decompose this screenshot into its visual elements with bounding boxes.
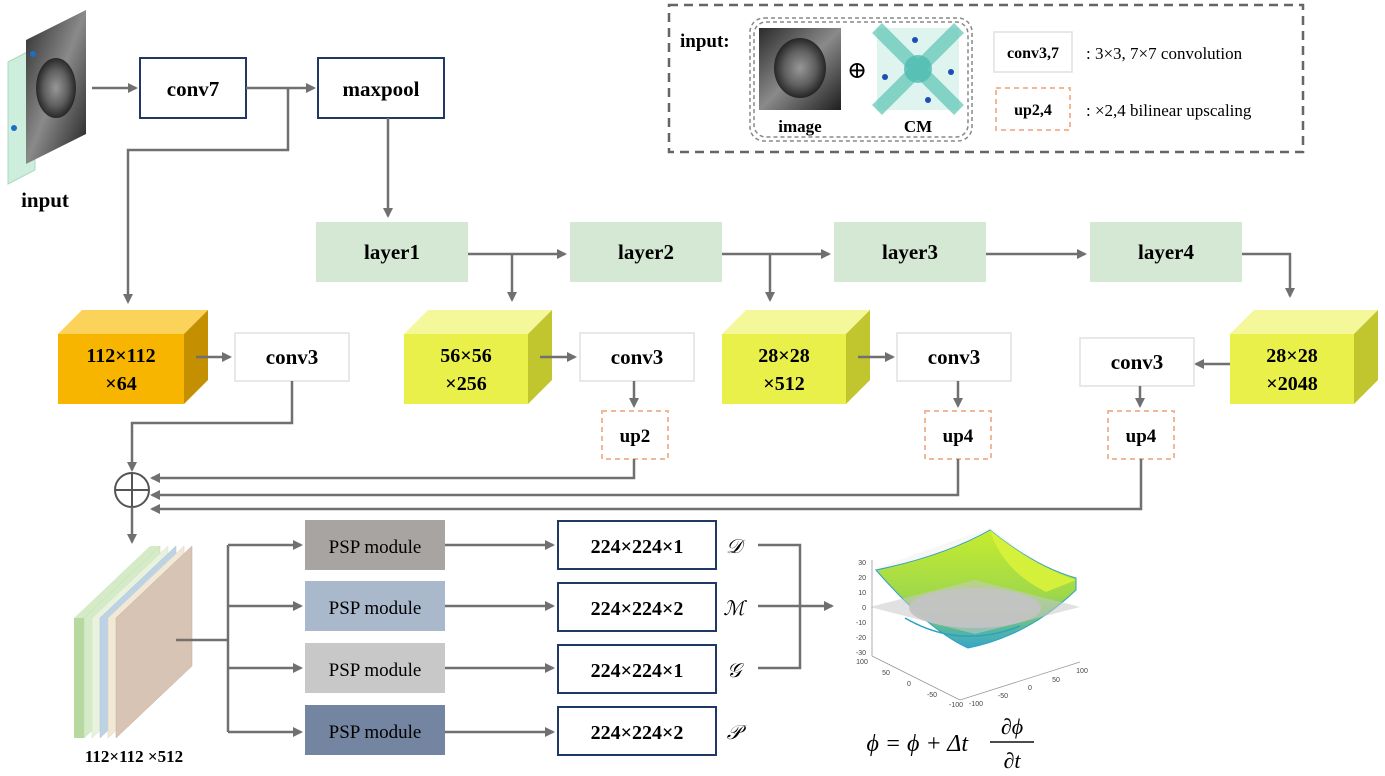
psp-module-1-label: PSP module bbox=[329, 537, 422, 558]
output-box-2 bbox=[557, 582, 717, 632]
maxpool-box bbox=[317, 57, 445, 119]
legend-cm-label: CM bbox=[904, 117, 932, 136]
psp-module-4 bbox=[305, 705, 445, 755]
legend-cm-thumbnail bbox=[872, 23, 964, 115]
y-tick-3: 0 bbox=[1028, 685, 1032, 692]
conv3-box-3 bbox=[896, 332, 1012, 382]
symbol-g: 𝒢 bbox=[727, 660, 745, 682]
y-tick-2: 50 bbox=[1052, 677, 1060, 684]
x-tick-5: -100 bbox=[949, 702, 963, 709]
psp-module-4-label: PSP module bbox=[329, 722, 422, 743]
update-equation: ϕ = ϕ + Δt ∂ϕ ∂t bbox=[866, 714, 1034, 773]
x-tick-3: 0 bbox=[907, 681, 911, 688]
maxpool-label: maxpool bbox=[342, 77, 419, 101]
z-tick-6: -20 bbox=[856, 635, 866, 642]
x-tick-4: -50 bbox=[927, 692, 937, 699]
block2-size-line2: ×256 bbox=[445, 373, 486, 395]
block1-size-line1: 112×112 bbox=[86, 345, 155, 367]
equation-lhs: ϕ = ϕ + Δt bbox=[866, 731, 969, 757]
psp-module-3 bbox=[305, 643, 445, 693]
legend-conv-box bbox=[993, 31, 1073, 73]
output-box-1 bbox=[557, 520, 717, 570]
z-tick-7: -30 bbox=[856, 650, 866, 657]
conv3-box-2 bbox=[579, 332, 695, 382]
z-tick-3: 10 bbox=[858, 590, 866, 597]
legend-up-desc: : ×2,4 bilinear upscaling bbox=[1086, 101, 1252, 120]
legend-conv-desc: : 3×3, 7×7 convolution bbox=[1086, 44, 1243, 63]
conv3-label-4: conv3 bbox=[1111, 350, 1164, 374]
layer1-box bbox=[316, 222, 468, 282]
symbol-p: 𝒫 bbox=[727, 722, 747, 744]
block4-size-line2: ×2048 bbox=[1266, 373, 1317, 395]
legend-image-thumbnail bbox=[759, 28, 841, 110]
y-tick-4: -50 bbox=[998, 693, 1008, 700]
layer4-label: layer4 bbox=[1138, 240, 1194, 264]
output-size-1: 224×224×1 bbox=[591, 536, 684, 558]
up2-label: up2 bbox=[620, 426, 651, 447]
legend-conv-box-label: conv3,7 bbox=[1007, 45, 1059, 62]
feature-stack bbox=[74, 545, 193, 739]
conv3-label-3: conv3 bbox=[928, 345, 981, 369]
input-label: input bbox=[21, 188, 69, 212]
up4-label-1: up4 bbox=[943, 426, 974, 447]
layer2-label: layer2 bbox=[618, 240, 674, 264]
legend-image-label: image bbox=[778, 117, 822, 136]
legend-plus: ⊕ bbox=[847, 58, 867, 84]
legend-input-title: input: bbox=[680, 31, 730, 52]
layer3-box bbox=[834, 222, 986, 282]
conv7-box bbox=[139, 57, 247, 119]
symbol-d: 𝒟 bbox=[726, 536, 746, 558]
feature-block-1 bbox=[58, 310, 208, 404]
legend-up-box-label: up2,4 bbox=[1014, 102, 1052, 119]
psp-module-2 bbox=[305, 581, 445, 631]
block1-size-line2: ×64 bbox=[105, 373, 136, 395]
z-tick-4: 0 bbox=[862, 605, 866, 612]
conv3-box-1 bbox=[234, 332, 350, 382]
conv3-label-2: conv3 bbox=[611, 345, 664, 369]
z-tick-5: -10 bbox=[856, 620, 866, 627]
z-tick-1: 30 bbox=[858, 560, 866, 567]
psp-module-1 bbox=[305, 520, 445, 570]
output-size-4: 224×224×2 bbox=[591, 722, 684, 744]
conv3-box-4 bbox=[1079, 337, 1195, 387]
up4-label-2: up4 bbox=[1126, 426, 1157, 447]
up2-box bbox=[601, 410, 669, 460]
equation-numerator: ∂ϕ bbox=[1001, 714, 1023, 739]
output-size-2: 224×224×2 bbox=[591, 598, 684, 620]
x-tick-2: 50 bbox=[882, 670, 890, 677]
psp-module-3-label: PSP module bbox=[329, 660, 422, 681]
block4-size-line1: 28×28 bbox=[1266, 345, 1317, 367]
block2-size-line1: 56×56 bbox=[440, 345, 491, 367]
feature-block-4 bbox=[1230, 310, 1378, 404]
psp-module-2-label: PSP module bbox=[329, 598, 422, 619]
legend-up-box bbox=[995, 87, 1071, 131]
level-set-surface-plot bbox=[870, 528, 1081, 701]
conv7-label: conv7 bbox=[167, 77, 220, 101]
input-image-stack bbox=[7, 10, 86, 185]
output-box-4 bbox=[557, 706, 717, 756]
block3-size-line1: 28×28 bbox=[758, 345, 809, 367]
symbol-m: ℳ bbox=[723, 598, 747, 620]
block3-size-line2: ×512 bbox=[763, 373, 804, 395]
layer1-label: layer1 bbox=[364, 240, 420, 264]
layer4-box bbox=[1090, 222, 1242, 282]
equation-denominator: ∂t bbox=[1004, 748, 1022, 773]
output-box-3 bbox=[557, 644, 717, 694]
layer3-label: layer3 bbox=[882, 240, 938, 264]
layer2-box bbox=[570, 222, 722, 282]
x-tick-1: 100 bbox=[856, 659, 868, 666]
y-tick-5: -100 bbox=[969, 701, 983, 708]
y-tick-1: 100 bbox=[1076, 668, 1088, 675]
z-tick-2: 20 bbox=[858, 575, 866, 582]
output-size-3: 224×224×1 bbox=[591, 660, 684, 682]
stack-size-label: 112×112 ×512 bbox=[85, 747, 183, 766]
conv3-label-1: conv3 bbox=[266, 345, 319, 369]
